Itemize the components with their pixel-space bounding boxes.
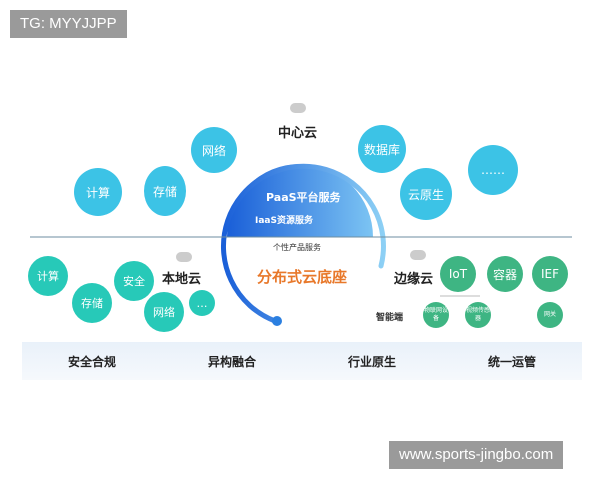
local-node-more: …: [189, 290, 215, 316]
terminal-node-gateway: 网关: [537, 302, 563, 328]
capability-unified-ops: 统一运管: [487, 354, 536, 369]
cloud-icon: [410, 250, 426, 260]
local-node-compute: 计算: [28, 256, 68, 296]
edge-node-ief: IEF: [532, 256, 568, 292]
edge-cloud-title: 边缘云: [394, 272, 434, 287]
terminal-label: 智能端: [376, 313, 404, 323]
node-network: 网络: [191, 127, 237, 173]
distributed-cloud-title: 分布式云底座: [257, 268, 348, 286]
capability-industry-native: 行业原生: [347, 354, 396, 369]
capability-bar: 安全合规 异构融合 行业原生 统一运管: [22, 342, 582, 380]
node-database: 数据库: [358, 125, 406, 173]
local-node-security: 安全: [114, 261, 154, 301]
local-node-network: 网络: [144, 292, 184, 332]
node-storage: 存储: [144, 166, 186, 216]
arc: [220, 163, 386, 324]
paas-label: PaaS平台服务: [266, 191, 341, 204]
dome-sub-label: 个性产品服务: [273, 243, 321, 252]
cloud-icon: [290, 103, 306, 113]
terminal-node-video-sensor: 视频传感器: [465, 302, 491, 328]
node-more: ……: [468, 145, 518, 195]
edge-node-iot: IoT: [440, 256, 476, 292]
node-cloud-native: 云原生: [400, 168, 452, 220]
capability-security-compliance: 安全合规: [67, 354, 116, 369]
local-node-storage: 存储: [72, 283, 112, 323]
iaas-label: IaaS资源服务: [255, 216, 313, 226]
watermark-top: TG: MYYJJPP: [10, 10, 127, 38]
cloud-icon: [176, 252, 192, 262]
node-compute: 计算: [74, 168, 122, 216]
edge-node-container: 容器: [487, 256, 523, 292]
dome-shape: [227, 164, 373, 237]
center-cloud-title: 中心云: [278, 126, 318, 141]
terminal-node-iot-device: 物联网设备: [423, 302, 449, 328]
watermark-bottom: www.sports-jingbo.com: [389, 441, 564, 469]
arc-end-dot: [272, 316, 282, 326]
capability-heterogeneous-fusion: 异构融合: [207, 354, 256, 369]
local-cloud-title: 本地云: [162, 272, 202, 287]
